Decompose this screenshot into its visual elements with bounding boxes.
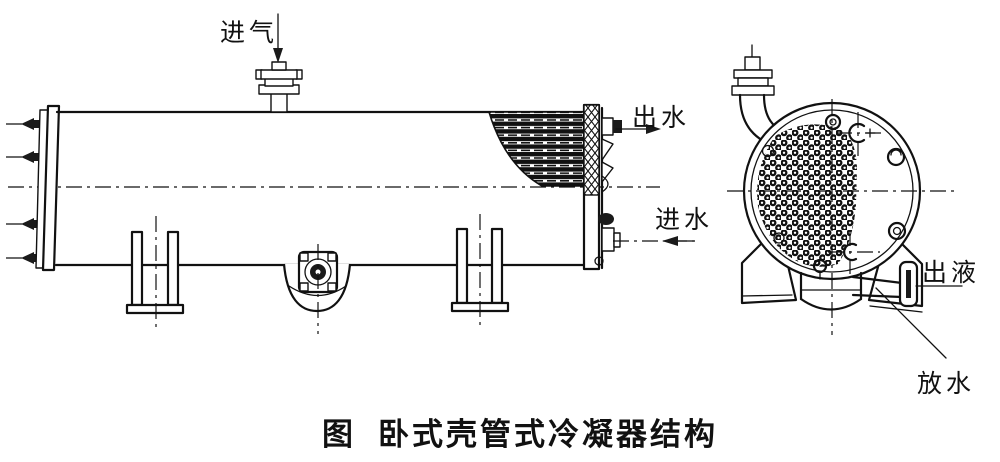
label-liquid-outlet: 出液 [922, 258, 980, 287]
figure-caption: 图卧式壳管式冷凝器结构 [322, 417, 718, 453]
label-water-outlet: 出水 [632, 103, 690, 132]
bottom-sump [282, 244, 352, 334]
label-water-drain: 放水 [917, 369, 975, 398]
end-head-fittings [761, 112, 907, 280]
side-view: 进气 出水 [6, 13, 713, 334]
saddle-support-rear [450, 214, 510, 330]
left-end-flange [35, 104, 61, 272]
end-view: 出液 放水 [727, 44, 980, 398]
caption-prefix: 图 [322, 417, 356, 453]
caption-title: 卧式壳管式冷凝器结构 [378, 417, 718, 453]
right-tube-sheet [582, 103, 601, 271]
water-outlet-arrow [615, 124, 661, 134]
gas-inlet-arrow [273, 13, 283, 63]
saddle-support-front [125, 216, 185, 332]
water-inlet-arrow [613, 236, 697, 246]
gas-inlet-nozzle [255, 61, 303, 113]
end-gas-elbow-pipe [731, 44, 796, 153]
water-box-cover [594, 106, 622, 270]
label-water-inlet: 进水 [655, 205, 713, 234]
water-drain-leader [875, 287, 947, 359]
tube-bundle-cutaway [487, 111, 585, 187]
liquid-outlet-nozzle [851, 260, 919, 308]
label-gas-inlet: 进气 [220, 18, 278, 47]
